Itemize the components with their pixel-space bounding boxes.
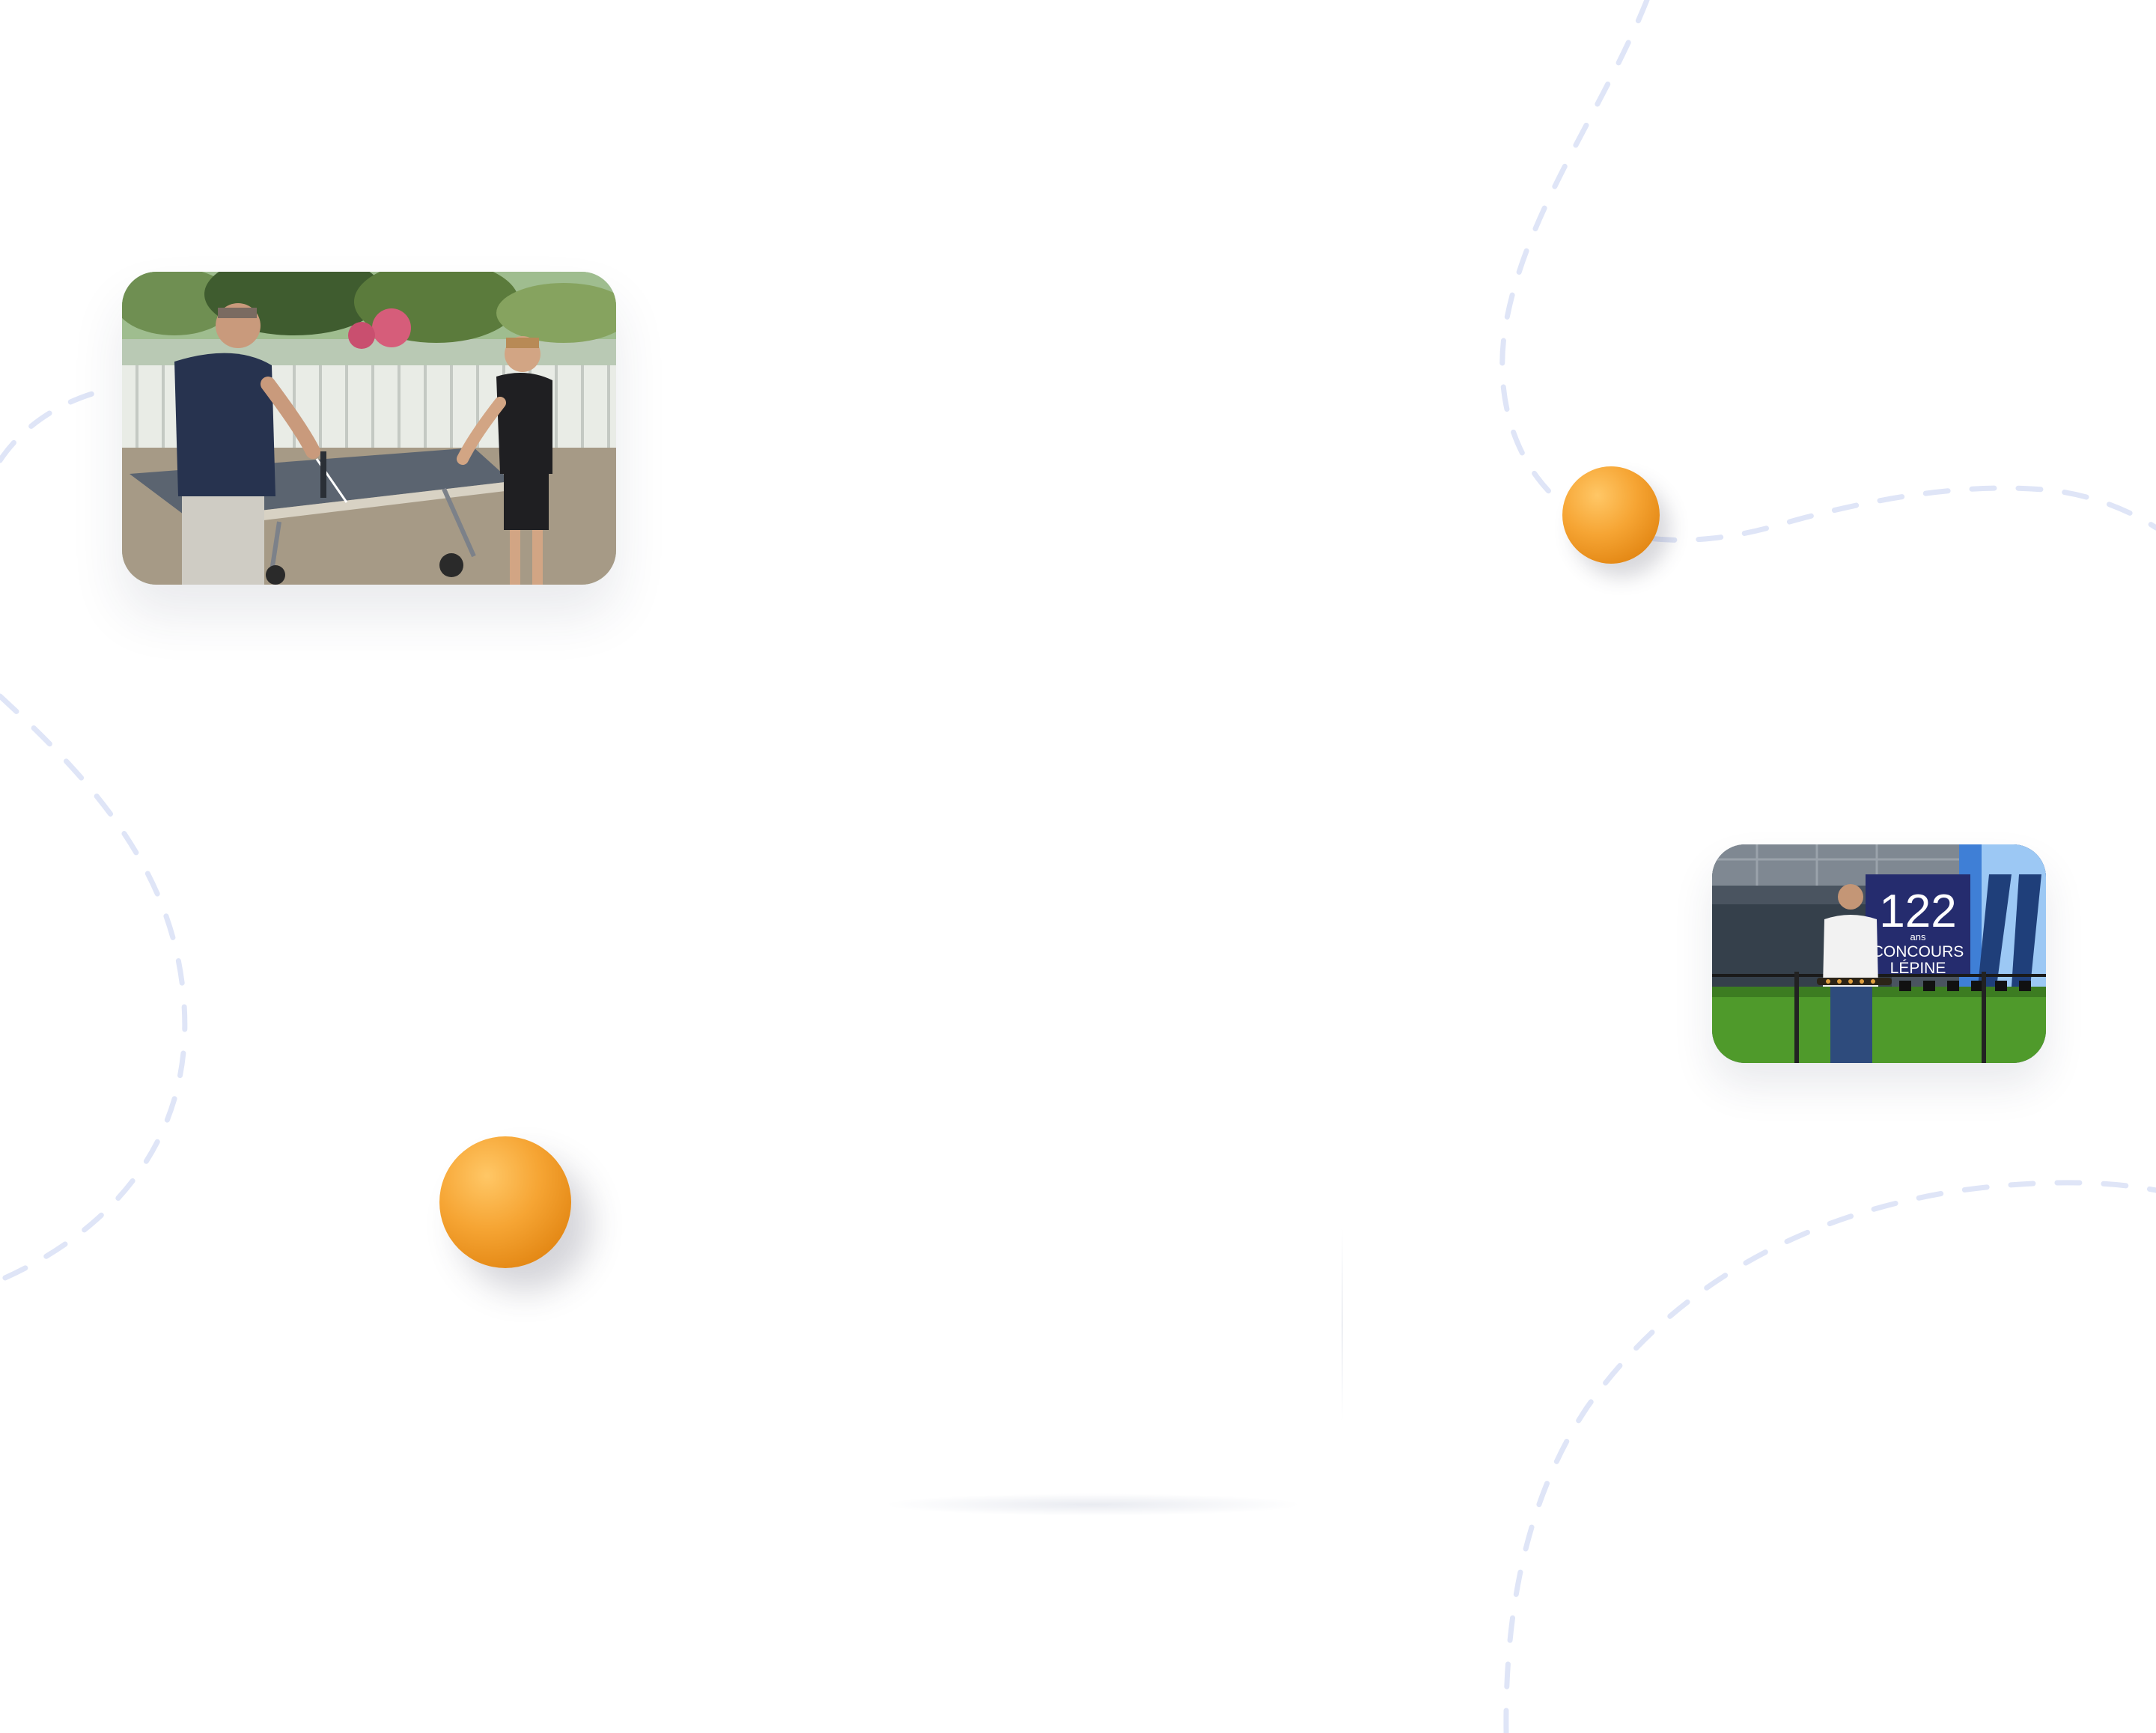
banner-number: 122 [1879, 886, 1956, 937]
photo-ping-pong-table [122, 272, 616, 585]
ping-pong-ball-top-right [1562, 466, 1660, 564]
trajectory-left-arc [0, 693, 188, 1283]
banner-unit: ans [1910, 931, 1926, 942]
faint-divider [1342, 1228, 1343, 1422]
trajectory-bottom-right [1503, 1180, 2156, 1733]
banner-line-1: CONCOURS [1872, 943, 1964, 960]
trajectory-left-upper [0, 386, 112, 463]
trajectory-top-right [1499, 0, 2156, 543]
faint-shadow [883, 1493, 1303, 1516]
ping-pong-photo-illustration [122, 272, 616, 585]
ping-pong-ball-bottom-left [439, 1136, 571, 1268]
banner-line-2: LÉPINE [1890, 960, 1946, 977]
photo-concours-lepine: 122 ans CONCOURS LÉPINE [1712, 844, 2046, 1063]
concours-photo-illustration: 122 ans CONCOURS LÉPINE [1712, 844, 2046, 1063]
